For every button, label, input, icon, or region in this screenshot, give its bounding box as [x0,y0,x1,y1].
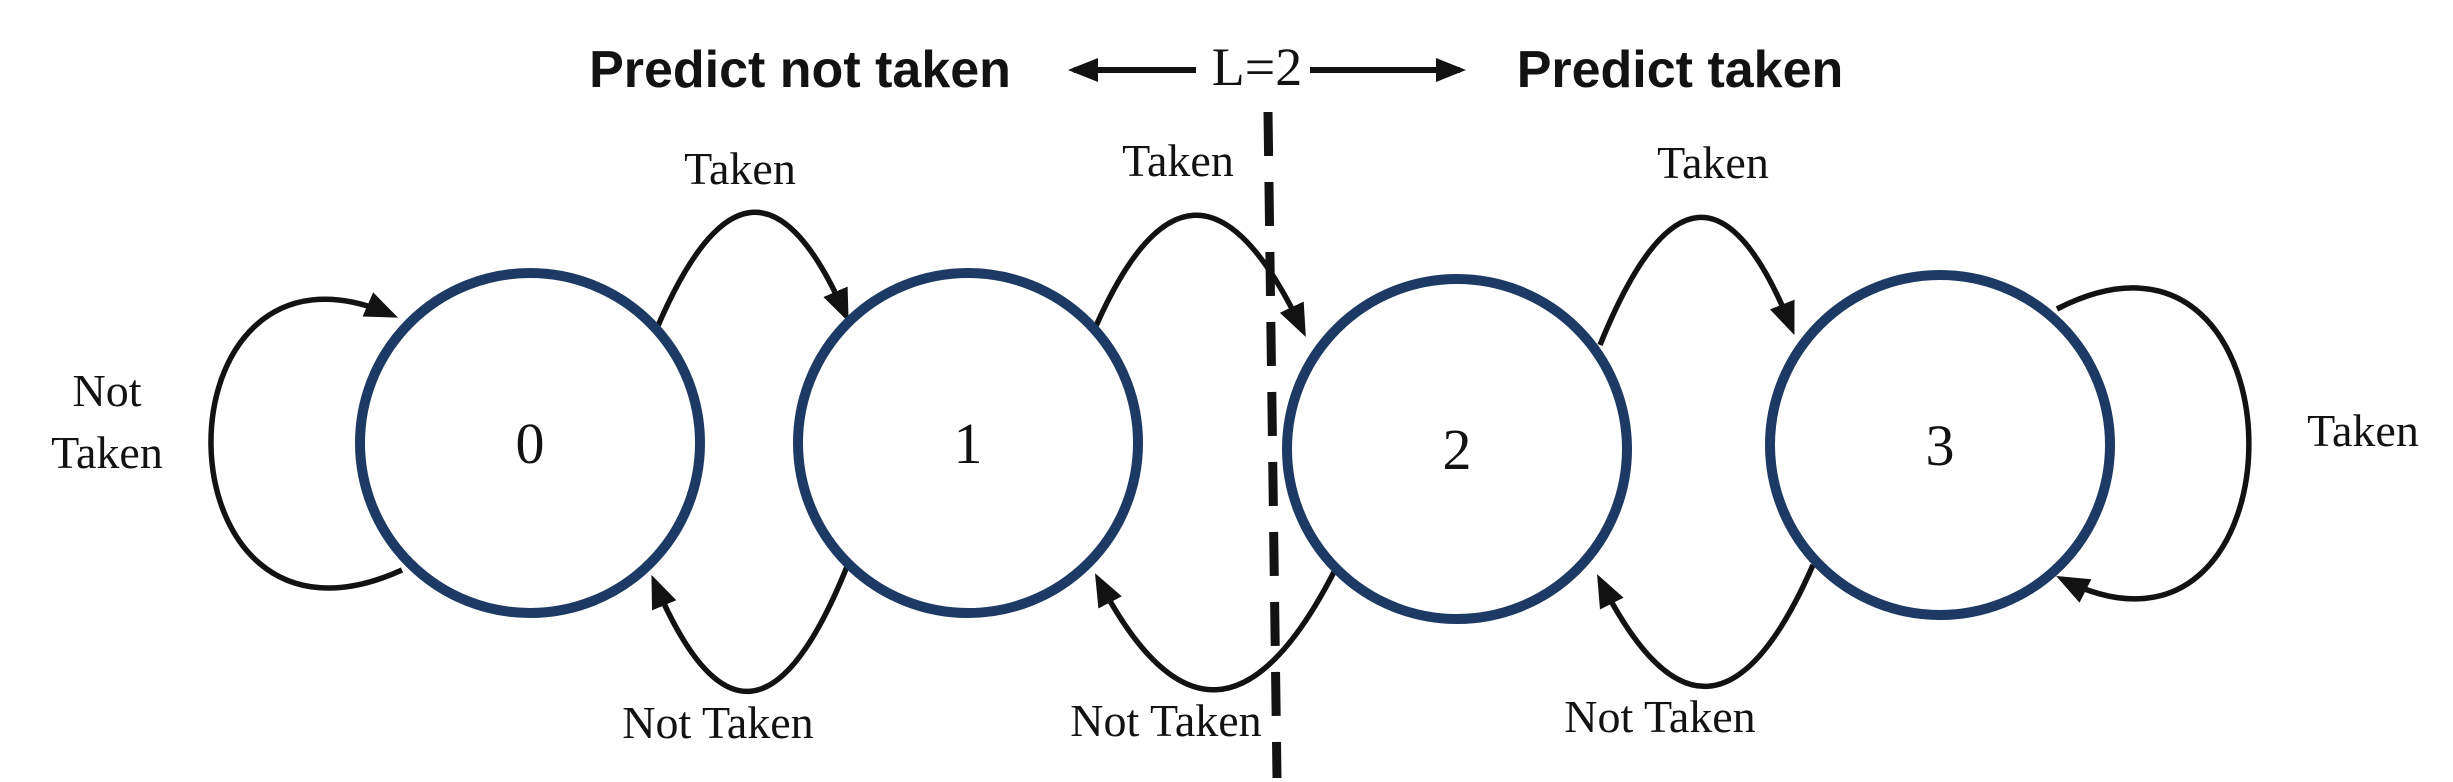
edge-not-taken-3-to-2 [1597,563,1816,690]
taken-label-1-2: Taken [1122,135,1234,186]
predict-taken-heading: Predict taken [1517,41,1844,99]
not-taken-label-1-0: Not Taken [622,697,813,748]
self-loop-state0-label-line1: Not [73,365,142,416]
transition-edges [208,209,2252,695]
taken-label-0-1: Taken [684,143,796,194]
state-node-3 [1765,270,2115,620]
state-label-3: 3 [1926,413,1955,478]
edge-self-loop-state3 [2055,285,2252,603]
self-loop-state3-label: Taken [2307,405,2419,456]
state-label-0: 0 [516,411,545,476]
edge-not-taken-1-to-0 [651,562,851,695]
not-taken-label-2-1: Not Taken [1070,695,1261,746]
state-label-2: 2 [1443,417,1472,482]
threshold-divider-line [1263,111,1282,779]
state-node-2 [1282,274,1632,624]
threshold-label: L=2 [1212,37,1302,97]
taken-label-2-3: Taken [1657,137,1769,188]
predict-not-taken-heading: Predict not taken [589,41,1011,99]
edge-self-loop-state0 [208,292,404,591]
edge-taken-0-to-1 [647,209,849,347]
state-node-0 [355,268,705,618]
self-loop-state0-label-line2: Taken [51,427,163,478]
state-node-1 [793,268,1143,618]
not-taken-label-3-2: Not Taken [1564,691,1755,742]
state-label-1: 1 [954,411,983,476]
edge-taken-2-to-3 [1597,214,1795,347]
edge-not-taken-2-to-1 [1094,568,1338,693]
